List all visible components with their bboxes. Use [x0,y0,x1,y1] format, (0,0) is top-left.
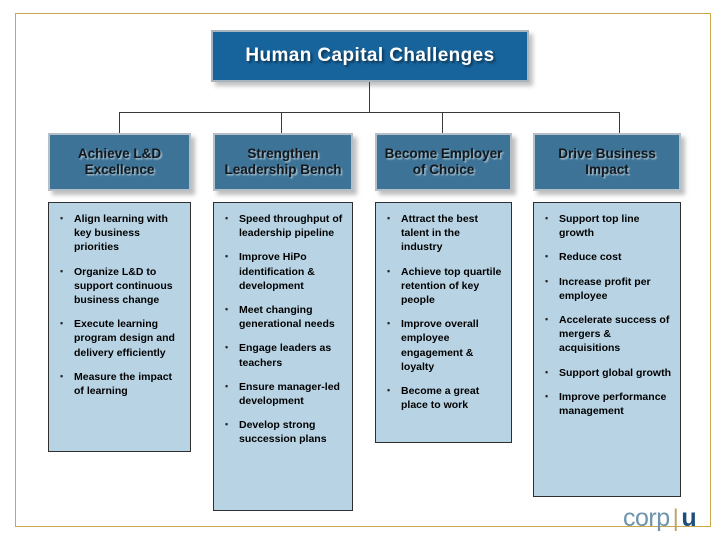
list-item: Accelerate success of mergers & acquisit… [538,312,673,356]
list-item: Increase profit per employee [538,274,673,303]
list-item: Organize L&D to support continuous busin… [53,264,183,308]
column-header-label-4: Drive Business Impact [558,146,656,177]
list-item: Reduce cost [538,249,673,264]
column-panel-2: Speed throughput of leadership pipeline … [213,202,353,511]
list-item: Develop strong succession plans [218,417,345,446]
list-item: Meet changing generational needs [218,302,345,331]
column-drive-business-impact: Drive Business Impact Support top line g… [533,133,681,497]
list-item: Improve performance management [538,389,673,418]
column-panel-1: Align learning with key business priorit… [48,202,191,452]
logo-separator: | [672,505,679,532]
bullet-list-2: Speed throughput of leadership pipeline … [218,211,345,447]
list-item: Measure the impact of learning [53,369,183,398]
column-panel-3: Attract the best talent in the industry … [375,202,512,443]
column-become-employer-of-choice: Become Employer of Choice Attract the be… [375,133,512,443]
connector-vertical-branch-2 [281,112,282,133]
column-header-3: Become Employer of Choice [375,133,512,191]
list-item: Align learning with key business priorit… [53,211,183,255]
list-item: Improve overall employee engagement & lo… [380,316,504,374]
list-item: Speed throughput of leadership pipeline [218,211,345,240]
list-item: Support global growth [538,365,673,380]
connector-vertical-branch-3 [442,112,443,133]
bullet-list-3: Attract the best talent in the industry … [380,211,504,412]
column-achieve-ld-excellence: Achieve L&D Excellence Align learning wi… [48,133,191,452]
column-header-1: Achieve L&D Excellence [48,133,191,191]
connector-horizontal-bus [119,112,620,113]
logo-text-u: u [681,504,697,532]
column-strengthen-leadership-bench: Strengthen Leadership Bench Speed throug… [213,133,353,511]
list-item: Execute learning program design and deli… [53,316,183,360]
connector-vertical-root [369,82,370,113]
corpu-logo: corp | u [623,504,697,533]
logo-text-corp: corp [623,504,670,532]
page-title: Human Capital Challenges [245,45,495,66]
list-item: Engage leaders as teachers [218,340,345,369]
bullet-list-4: Support top line growth Reduce cost Incr… [538,211,673,418]
column-header-2: Strengthen Leadership Bench [213,133,353,191]
column-header-label-1: Achieve L&D Excellence [77,146,162,177]
list-item: Become a great place to work [380,383,504,412]
column-header-label-2: Strengthen Leadership Bench [224,146,342,177]
column-header-4: Drive Business Impact [533,133,681,191]
connector-vertical-branch-1 [119,112,120,133]
diagram-title-box: Human Capital Challenges [211,30,529,82]
bullet-list-1: Align learning with key business priorit… [53,211,183,398]
connector-vertical-branch-4 [619,112,620,133]
column-header-label-3: Become Employer of Choice [384,146,503,177]
list-item: Achieve top quartile retention of key pe… [380,264,504,308]
column-panel-4: Support top line growth Reduce cost Incr… [533,202,681,497]
list-item: Ensure manager-led development [218,379,345,408]
list-item: Improve HiPo identification & developmen… [218,249,345,293]
list-item: Support top line growth [538,211,673,240]
list-item: Attract the best talent in the industry [380,211,504,255]
